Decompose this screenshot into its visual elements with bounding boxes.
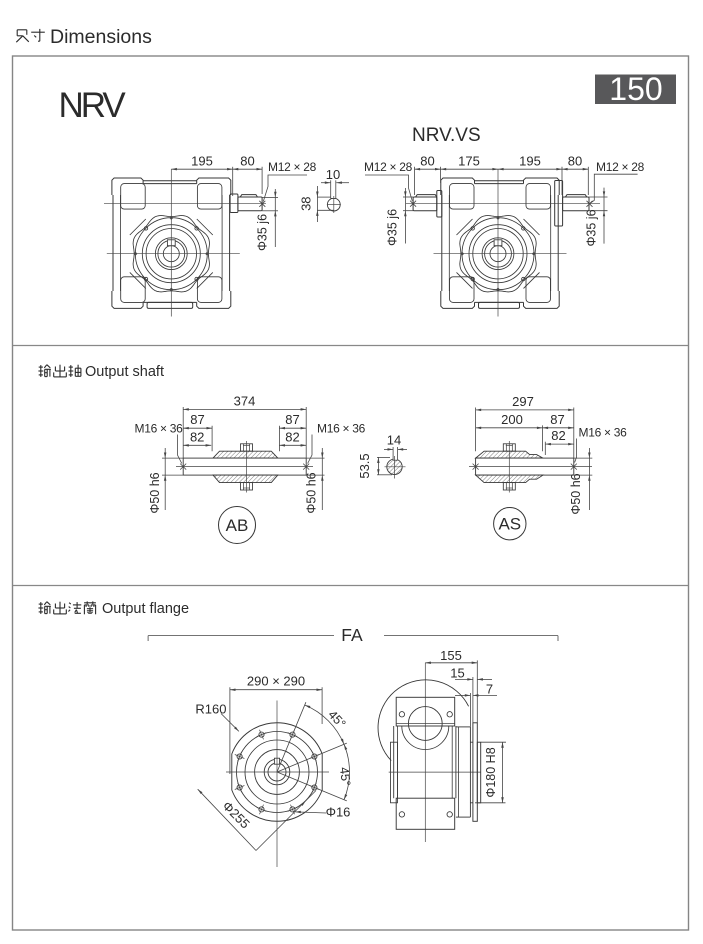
svg-text:195: 195 <box>519 153 541 168</box>
svg-text:82: 82 <box>551 428 565 443</box>
svg-text:M16 × 36: M16 × 36 <box>579 426 628 440</box>
svg-text:374: 374 <box>234 393 256 408</box>
svg-text:200: 200 <box>501 412 523 427</box>
svg-text:M16 × 36: M16 × 36 <box>317 422 366 436</box>
svg-text:195: 195 <box>191 153 213 168</box>
svg-text:Φ35 j6: Φ35 j6 <box>386 209 400 246</box>
svg-text:FA: FA <box>341 625 363 645</box>
svg-text:80: 80 <box>240 153 254 168</box>
svg-text:290 × 290: 290 × 290 <box>247 674 305 689</box>
svg-text:87: 87 <box>550 412 564 427</box>
svg-text:53.5: 53.5 <box>357 453 372 478</box>
svg-text:Φ16: Φ16 <box>326 805 351 820</box>
svg-text:82: 82 <box>285 429 299 444</box>
svg-text:M16 × 36: M16 × 36 <box>135 422 184 436</box>
svg-text:M12 × 28: M12 × 28 <box>596 160 645 174</box>
svg-text:M12 × 28: M12 × 28 <box>268 160 317 174</box>
svg-text:Dimensions: Dimensions <box>50 26 152 48</box>
svg-text:Φ50 h6: Φ50 h6 <box>148 472 162 513</box>
svg-text:M12 × 28: M12 × 28 <box>364 160 413 174</box>
svg-text:Φ50 h6: Φ50 h6 <box>304 472 318 513</box>
svg-text:Output flange: Output flange <box>102 601 189 617</box>
svg-text:297: 297 <box>512 394 534 409</box>
svg-text:10: 10 <box>326 167 340 182</box>
svg-text:7: 7 <box>486 681 493 696</box>
svg-text:80: 80 <box>568 153 582 168</box>
svg-text:87: 87 <box>190 412 204 427</box>
svg-text:155: 155 <box>440 648 462 663</box>
svg-text:AS: AS <box>498 515 521 534</box>
svg-text:Φ180 H8: Φ180 H8 <box>484 747 498 797</box>
svg-text:AB: AB <box>226 516 249 535</box>
svg-text:15: 15 <box>450 665 464 680</box>
svg-text:150: 150 <box>609 71 662 107</box>
svg-text:14: 14 <box>387 432 401 447</box>
svg-text:45°: 45° <box>337 766 353 786</box>
svg-text:80: 80 <box>420 153 434 168</box>
svg-text:Φ35 j6: Φ35 j6 <box>585 209 599 246</box>
svg-text:82: 82 <box>190 429 204 444</box>
svg-text:Φ35 j6: Φ35 j6 <box>256 214 270 251</box>
svg-text:175: 175 <box>458 153 480 168</box>
svg-text:Φ50 h6: Φ50 h6 <box>569 473 583 514</box>
svg-text:NRV: NRV <box>59 86 127 125</box>
svg-text:NRV.VS: NRV.VS <box>412 125 481 146</box>
svg-text:Output shaft: Output shaft <box>85 364 164 380</box>
svg-text:38: 38 <box>299 196 314 210</box>
svg-text:87: 87 <box>285 412 299 427</box>
svg-text:R160: R160 <box>195 702 226 717</box>
